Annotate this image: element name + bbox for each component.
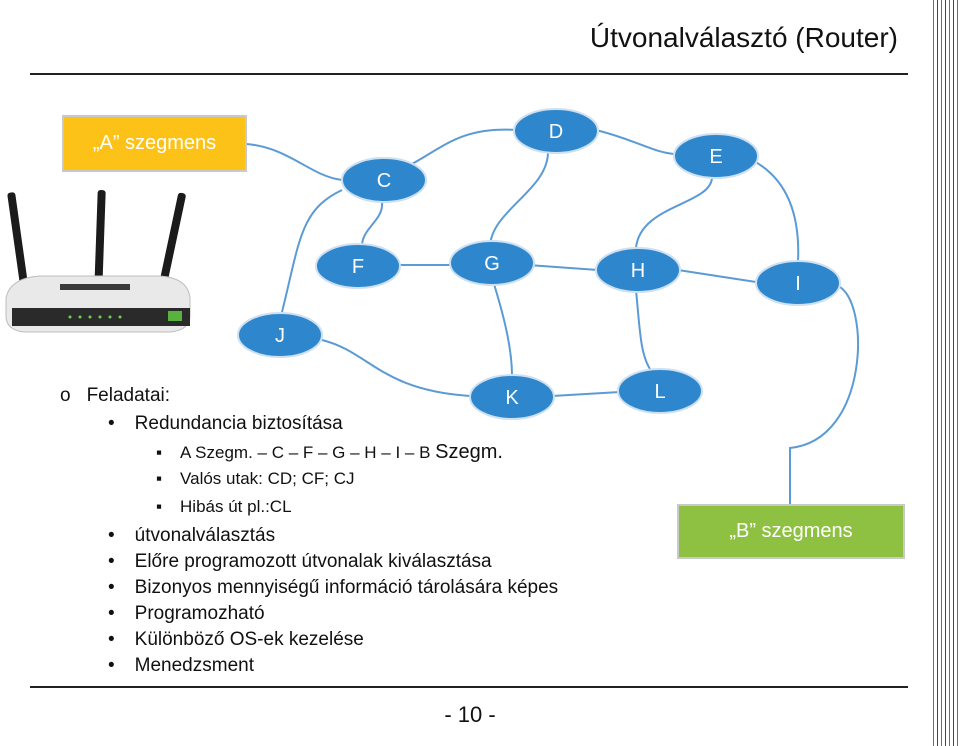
dot-bullet-marker: • (108, 629, 115, 650)
node-j-label: J (275, 325, 285, 347)
link-j-k (321, 339, 471, 397)
bullet-kulonbozo: Különböző OS-ek kezelése (134, 629, 364, 650)
segment-a-box: „A” szegmens (62, 115, 247, 172)
square-bullet-marker: ▪ (156, 497, 163, 516)
link-k-l (551, 391, 621, 397)
link-e-i (751, 159, 800, 263)
node-l: L (617, 368, 703, 414)
node-f-label: F (352, 256, 364, 278)
dot-bullet-marker: • (108, 655, 115, 676)
bullet-bizonyos: Bizonyos mennyiségű információ tárolásár… (134, 577, 559, 598)
link-a-c (246, 143, 343, 181)
bullet-valos: Valós utak: CD; CF; CJ (180, 469, 355, 488)
dot-bullet-marker: • (108, 413, 115, 434)
dot-bullet-marker: • (108, 603, 115, 624)
bullet-redundancia: Redundancia biztosítása (134, 413, 343, 434)
segment-b-label: „B” szegmens (729, 520, 853, 542)
link-e-h (635, 177, 713, 249)
bullet-elore: Előre programozott útvonalak kiválasztás… (134, 551, 492, 572)
link-d-g (489, 151, 549, 247)
bullet-programozhato: Programozható (134, 603, 265, 624)
dot-bullet-marker: • (108, 551, 115, 572)
square-bullet-marker: ▪ (156, 443, 163, 462)
bullet-feladatai: Feladatai: (86, 385, 171, 406)
node-i-label: I (795, 273, 801, 295)
dot-bullet-marker: • (108, 525, 115, 546)
bullet-utvonal: útvonalválasztás (134, 525, 276, 546)
circle-bullet-marker: o (60, 385, 71, 406)
node-c: C (341, 157, 427, 203)
bullet-path-prefix: A Szegm. – C – F – G – H – I – B (180, 443, 431, 462)
link-h-l (635, 289, 653, 373)
page-title: Útvonalválasztó (Router) (589, 22, 898, 53)
footer-divider (30, 686, 908, 688)
decorative-stripe (930, 0, 960, 746)
node-e: E (673, 133, 759, 179)
segment-b-box: „B” szegmens (677, 504, 905, 559)
link-i-b (789, 285, 859, 504)
page-number: - 10 - (444, 702, 496, 727)
router-device-icon (5, 189, 191, 333)
link-d-e (595, 129, 675, 155)
node-k-label: K (505, 387, 519, 409)
node-g-label: G (484, 253, 500, 275)
link-c-f (361, 201, 384, 247)
node-h-label: H (631, 260, 645, 282)
node-c-label: C (377, 170, 391, 192)
title-divider (30, 73, 908, 75)
square-bullet-marker: ▪ (156, 469, 163, 488)
segment-a-label: „A” szegmens (92, 132, 217, 154)
network-diagram: C D E F G H I J K L (237, 108, 859, 504)
link-g-h (527, 264, 599, 271)
node-d-label: D (549, 121, 563, 143)
node-g: G (449, 240, 535, 286)
node-e-label: E (709, 146, 722, 168)
node-k: K (469, 374, 555, 420)
node-j: J (237, 312, 323, 358)
node-f: F (315, 243, 401, 289)
bullet-path-suffix: Szegm. (435, 441, 503, 463)
link-h-i (677, 269, 757, 283)
node-d: D (513, 108, 599, 154)
link-c-j (281, 189, 343, 313)
node-l-label: L (654, 381, 665, 403)
link-c-d (407, 128, 517, 167)
dot-bullet-marker: • (108, 577, 115, 598)
bullet-hibas: Hibás út pl.:CL (180, 497, 292, 516)
node-h: H (595, 247, 681, 293)
link-g-k (493, 283, 513, 377)
bullet-menedzsment: Menedzsment (134, 655, 254, 676)
node-i: I (755, 260, 841, 306)
